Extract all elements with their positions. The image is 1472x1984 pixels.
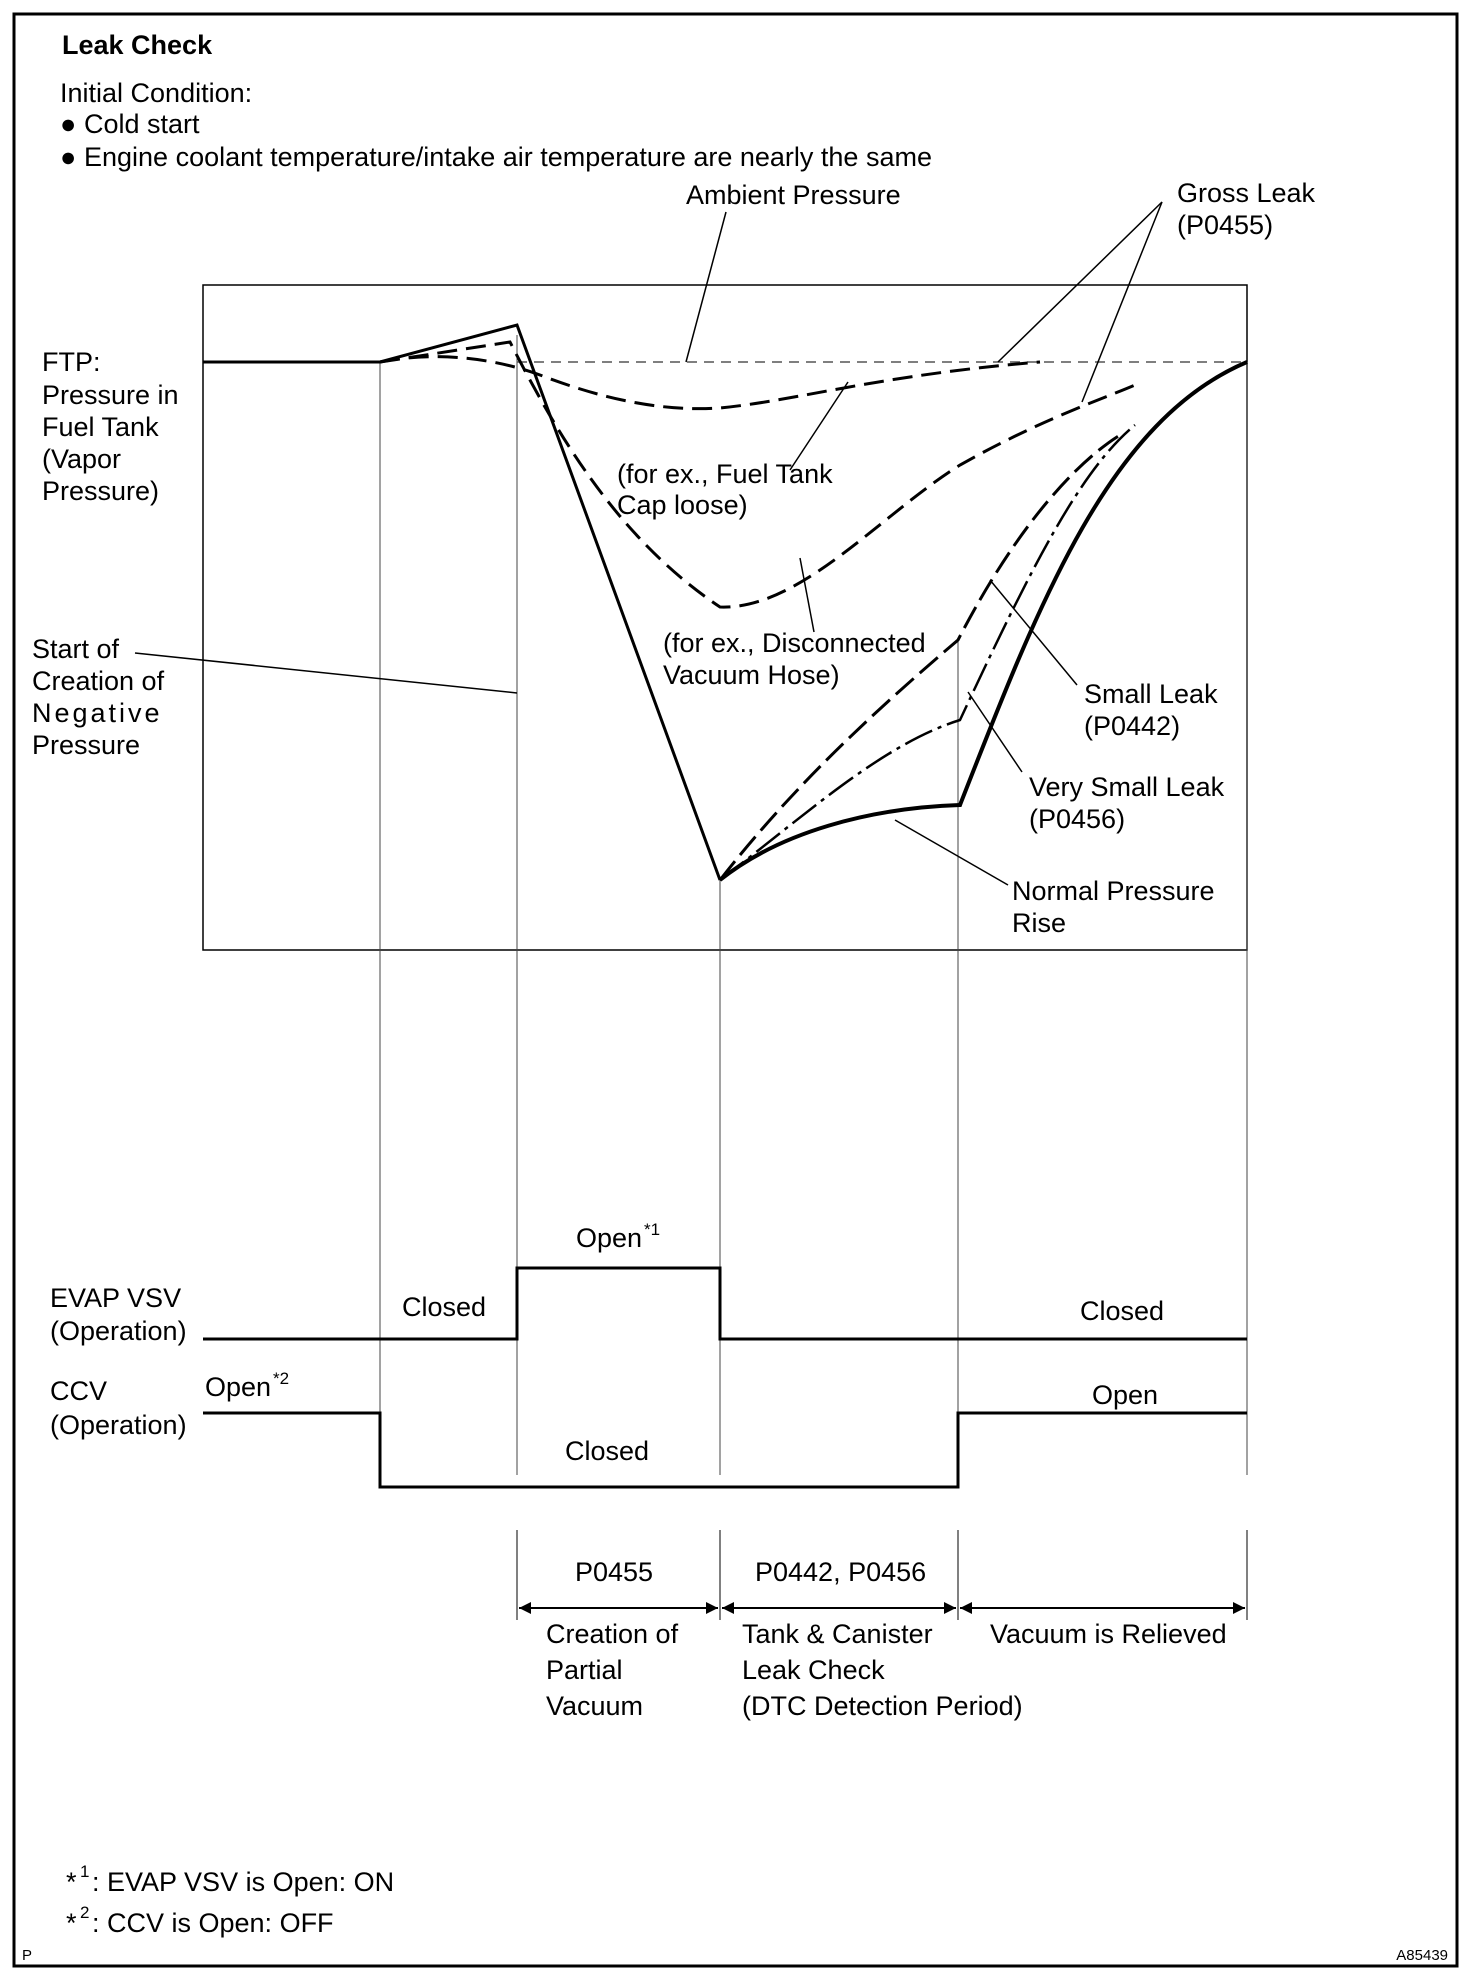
- small-leak-curve: [718, 433, 1121, 881]
- ftp-label-line-3: Fuel Tank: [42, 412, 159, 442]
- normal-pressure-rise-curve: [718, 360, 1248, 882]
- cap-loose-label-1: (for ex., Fuel Tank: [617, 459, 833, 489]
- phase-1-line-3: Vacuum: [546, 1691, 643, 1721]
- leader-lines: [134, 201, 1163, 886]
- cap-loose-label-2: Cap loose): [617, 490, 748, 520]
- phase-2-line-2: Leak Check: [742, 1655, 885, 1685]
- condition-1: Cold start: [84, 109, 200, 139]
- ccv-trace: [203, 1411, 1247, 1489]
- evap-vsv-closed-right: Closed: [1080, 1296, 1164, 1326]
- evap-vsv-label-2: (Operation): [50, 1316, 187, 1346]
- leader-hose: [799, 557, 815, 633]
- phase-2-line-3: (DTC Detection Period): [742, 1691, 1023, 1721]
- phase-1-line-2: Partial: [546, 1655, 623, 1685]
- very-small-leak-label: Very Small Leak: [1029, 772, 1225, 802]
- small-leak-code: (P0442): [1084, 711, 1180, 741]
- ccv-label-2: (Operation): [50, 1410, 187, 1440]
- condition-bullet-2: ●: [60, 142, 76, 172]
- footnote-2-num: 2: [80, 1903, 89, 1922]
- evap-vsv-label-1: EVAP VSV: [50, 1283, 181, 1313]
- ccv-open-left-note: *2: [273, 1369, 289, 1388]
- very-small-leak-code: (P0456): [1029, 804, 1125, 834]
- vacuum-hose-label-2: Vacuum Hose): [663, 660, 840, 690]
- ambient-pressure-label: Ambient Pressure: [686, 180, 901, 210]
- start-negative-label-1: Start of: [32, 634, 120, 664]
- figure-id: A85439: [1396, 1947, 1448, 1964]
- ccv-open-right: Open: [1092, 1380, 1158, 1410]
- ccv-open-left: Open: [205, 1372, 271, 1402]
- evap-vsv-trace: [203, 1266, 1247, 1341]
- phase-1-line-1: Creation of: [546, 1619, 679, 1649]
- footnote-2-mark: *: [66, 1908, 77, 1938]
- ftp-axis-label: FTP: Pressure in Fuel Tank (Vapor Pressu…: [42, 347, 179, 506]
- leader-cap-loose: [789, 381, 849, 471]
- gross-leak-label: Gross Leak: [1177, 178, 1316, 208]
- small-leak-label: Small Leak: [1084, 679, 1218, 709]
- footnote-1-num: 1: [80, 1862, 89, 1881]
- footnote-1-mark: *: [66, 1867, 77, 1897]
- cap-loose-curve: [379, 355, 1041, 411]
- initial-condition-label: Initial Condition:: [60, 78, 252, 108]
- vacuum-hose-label-1: (for ex., Disconnected: [663, 628, 926, 658]
- footnote-2-text: : CCV is Open: OFF: [92, 1908, 334, 1938]
- ftp-label-line-5: Pressure): [42, 476, 159, 506]
- start-negative-label-3: Negative: [32, 698, 163, 728]
- period-ticks: [516, 1530, 1248, 1620]
- very-small-leak-curve: [719, 424, 1136, 881]
- phase-3-label: Vacuum is Relieved: [990, 1619, 1227, 1649]
- phase-2-line-1: Tank & Canister: [742, 1619, 933, 1649]
- condition-2: Engine coolant temperature/intake air te…: [84, 142, 932, 172]
- footnote-1-text: : EVAP VSV is Open: ON: [92, 1867, 394, 1897]
- start-negative-label-2: Creation of: [32, 666, 165, 696]
- outer-frame: [12, 12, 1459, 1968]
- evap-vsv-open-note: *1: [644, 1220, 660, 1239]
- ftp-label-line-2: Pressure in: [42, 380, 179, 410]
- corner-left-mark: P: [22, 1947, 32, 1964]
- ccv-closed: Closed: [565, 1436, 649, 1466]
- leader-small: [989, 579, 1078, 686]
- normal-rise-label-2: Rise: [1012, 908, 1066, 938]
- ftp-label-line-4: (Vapor: [42, 444, 121, 474]
- evap-vsv-closed-left: Closed: [402, 1292, 486, 1322]
- evap-vsv-open: Open: [576, 1223, 642, 1253]
- ccv-label-1: CCV: [50, 1376, 107, 1406]
- ftp-label-line-1: FTP:: [42, 347, 101, 377]
- gross-leak-code: (P0455): [1177, 210, 1273, 240]
- leader-ambient: [685, 211, 727, 363]
- negative-pressure-curve: [379, 323, 722, 881]
- start-negative-label-4: Pressure: [32, 730, 140, 760]
- leader-normal: [894, 819, 1009, 886]
- leader-very-small: [967, 691, 1023, 773]
- condition-bullet-1: ●: [60, 109, 76, 139]
- normal-rise-label-1: Normal Pressure: [1012, 876, 1215, 906]
- diagram-title: Leak Check: [62, 30, 213, 60]
- dtc-period-1: P0455: [575, 1557, 653, 1587]
- leader-gross-1: [997, 201, 1163, 363]
- ftp-plot-frame: [202, 284, 1248, 951]
- dtc-period-2: P0442, P0456: [755, 1557, 926, 1587]
- leader-gross-2: [1081, 201, 1163, 403]
- disconnected-hose-curve: [379, 340, 1136, 609]
- leader-start: [134, 652, 518, 694]
